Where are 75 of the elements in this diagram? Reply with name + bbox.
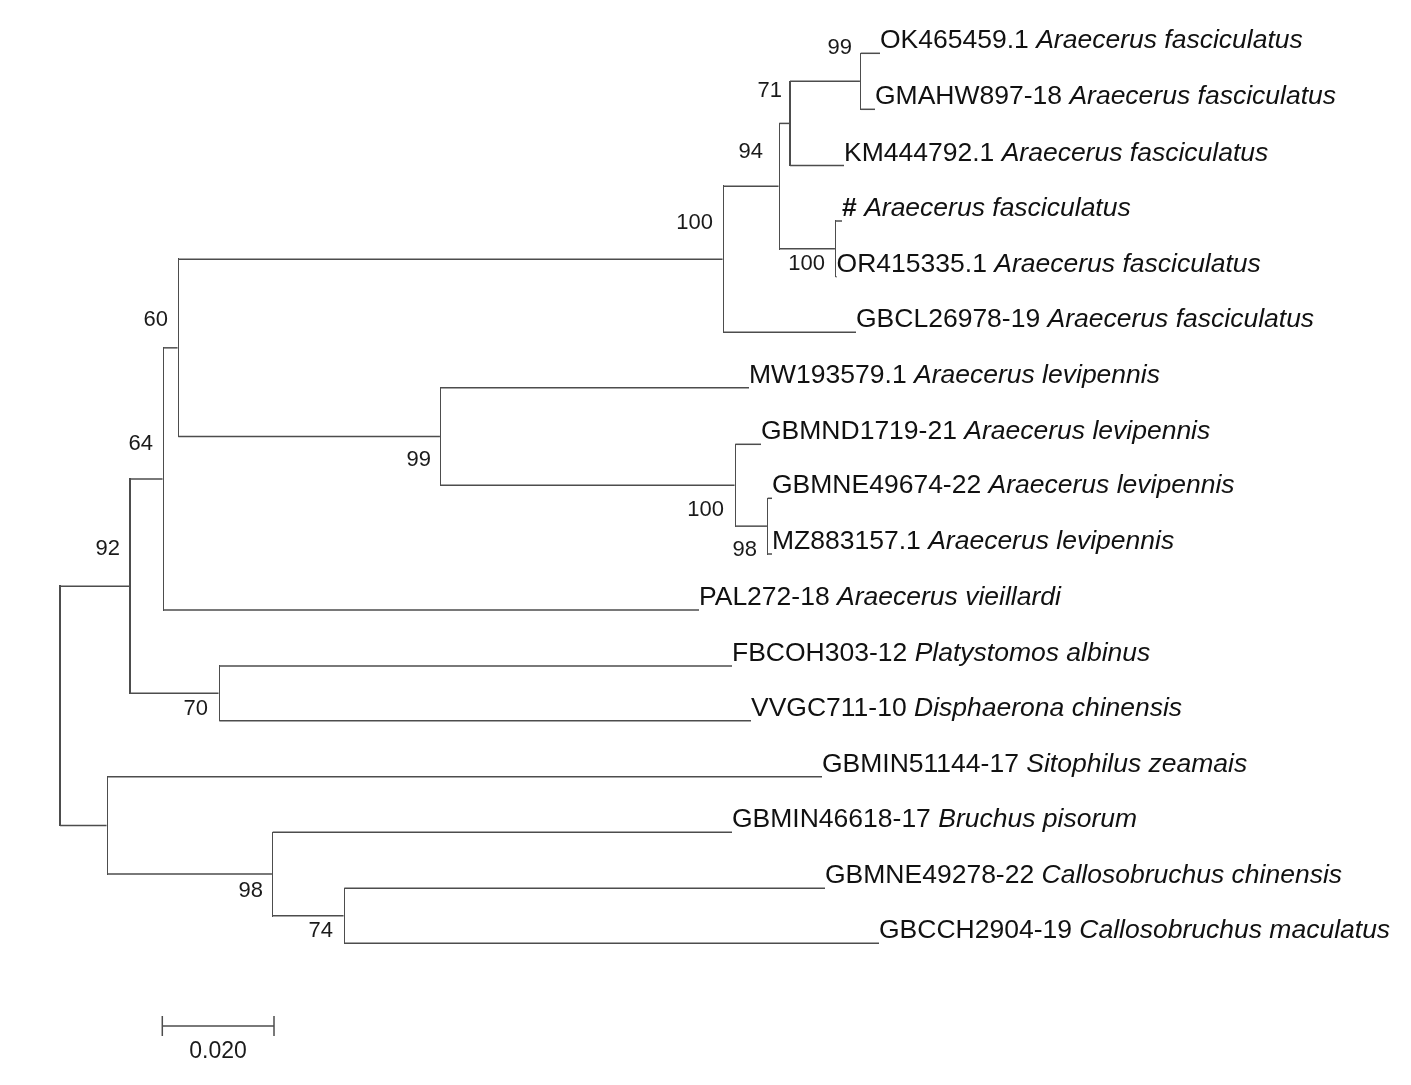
vertical-branch <box>439 386 442 486</box>
branch-line <box>59 585 130 587</box>
vertical-branch <box>218 665 221 722</box>
branch-line <box>129 692 220 695</box>
branch-line <box>177 258 724 260</box>
vertical-branch <box>162 347 165 611</box>
branch-line <box>162 609 700 611</box>
branch-line <box>129 478 164 480</box>
taxon-label: GMAHW897-18 Araecerus fasciculatus <box>875 80 1336 111</box>
bootstrap-value: 64 <box>128 430 153 457</box>
branch-line <box>789 80 861 83</box>
bootstrap-value: 74 <box>308 917 333 943</box>
vertical-branch <box>766 497 769 555</box>
taxon-label: KM444792.1 Araecerus fasciculatus <box>844 136 1269 167</box>
taxon-label: GBCL26978-19 Araecerus fasciculatus <box>856 303 1315 334</box>
bootstrap-value: 100 <box>676 209 713 235</box>
taxon-label: GBMND1719-21 Araecerus levipennis <box>761 415 1211 446</box>
bootstrap-value: 99 <box>827 34 852 60</box>
taxon-label: OK465459.1 Araecerus fasciculatus <box>880 24 1303 55</box>
vertical-branch <box>778 122 781 250</box>
branch-line <box>734 443 762 446</box>
taxon-label: FBCOH303-12 Platystomos albinus <box>732 637 1151 667</box>
taxon-label: GBMNE49674-22 Araecerus levipennis <box>772 469 1235 500</box>
vertical-branch <box>722 185 725 334</box>
bootstrap-value: 60 <box>143 306 168 333</box>
branch-line <box>766 497 773 500</box>
bootstrap-value: 70 <box>183 695 208 722</box>
branch-line <box>177 435 441 438</box>
branch-line <box>834 220 843 222</box>
vertical-branch <box>734 443 737 527</box>
vertical-branch <box>271 831 274 917</box>
branch-line <box>343 942 880 945</box>
vertical-branch <box>343 887 346 945</box>
branch-line <box>162 347 179 349</box>
branch-line <box>859 52 881 55</box>
branch-line <box>106 873 273 875</box>
vertical-branch <box>834 220 837 278</box>
taxon-label: GBCCH2904-19 Callosobruchus maculatus <box>879 914 1391 945</box>
bootstrap-value: 98 <box>238 877 263 903</box>
taxon-label: PAL272-18 Araecerus vieillardi <box>699 581 1061 611</box>
taxon-label: OR415335.1 Araecerus fasciculatus <box>836 247 1261 278</box>
vertical-branch <box>177 258 180 438</box>
taxon-label: VVGC711-10 Disphaerona chinensis <box>751 691 1183 722</box>
branch-line <box>439 386 750 389</box>
bootstrap-value: 94 <box>738 138 763 164</box>
branch-line <box>734 525 768 527</box>
branch-line <box>59 824 108 827</box>
taxon-label: MW193579.1 Araecerus levipennis <box>749 358 1160 389</box>
bootstrap-value: 100 <box>788 250 825 276</box>
taxon-label: GBMNE49278-22 Callosobruchus chinensis <box>825 859 1343 890</box>
branch-line <box>834 275 838 278</box>
vertical-branch <box>859 52 862 111</box>
branch-line <box>218 665 733 667</box>
branch-line <box>271 915 345 917</box>
branch-line <box>789 164 845 167</box>
vertical-branch <box>106 775 109 875</box>
branch-line <box>722 331 857 334</box>
branch-line <box>343 887 826 890</box>
branch-line <box>271 831 733 834</box>
bootstrap-value: 99 <box>406 446 431 473</box>
bootstrap-value: 100 <box>687 496 724 523</box>
bootstrap-value: 71 <box>757 77 782 103</box>
branch-line <box>439 484 736 486</box>
branch-line <box>778 248 836 250</box>
taxon-label: GBMIN51144-17 Sitophilus zeamais <box>822 747 1248 778</box>
scale-value: 0.020 <box>189 1037 247 1063</box>
bootstrap-value: 98 <box>732 536 757 563</box>
branch-line <box>722 185 780 187</box>
taxon-label: GBMIN46618-17 Bruchus pisorum <box>732 803 1138 834</box>
branch-line <box>766 553 773 555</box>
branch-line <box>218 719 752 722</box>
taxon-label: MZ883157.1 Araecerus levipennis <box>772 525 1175 555</box>
branch-line <box>106 775 823 778</box>
taxon-label: # Araecerus fasciculatus <box>842 192 1131 222</box>
bootstrap-value: 92 <box>95 535 120 562</box>
